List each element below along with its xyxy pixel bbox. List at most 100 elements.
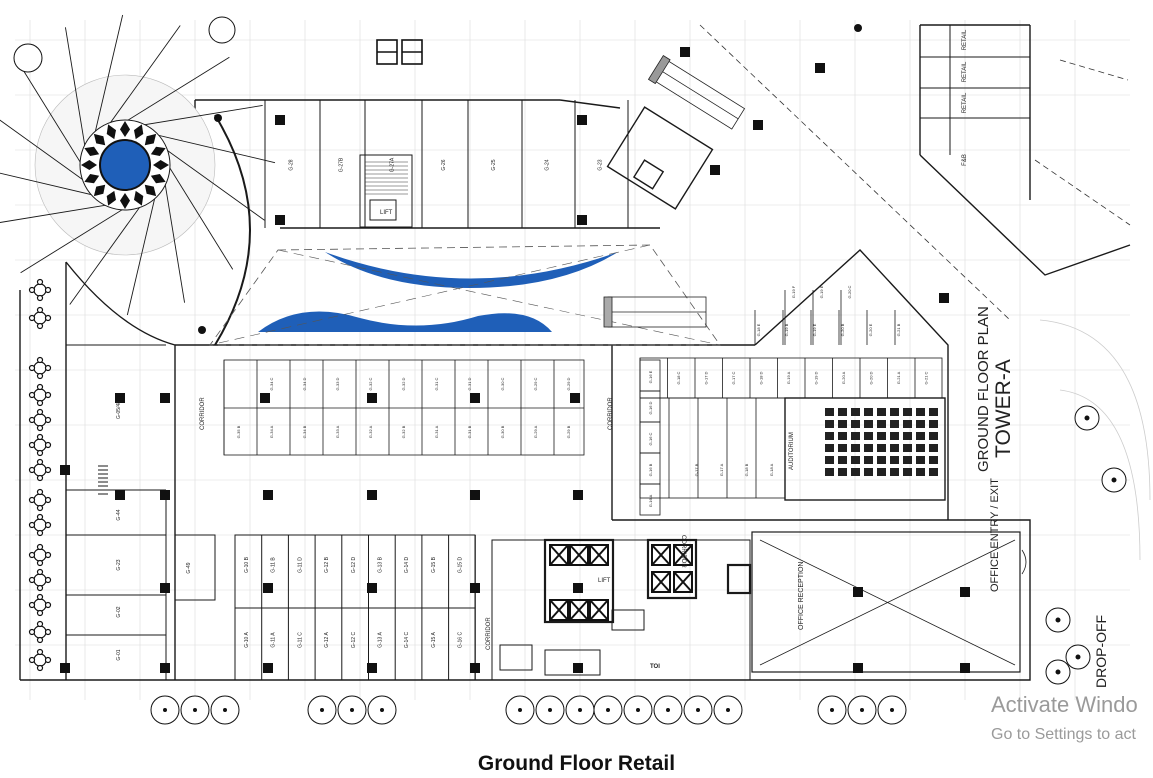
top-unit-label: G-26 — [441, 159, 447, 170]
star-diamond — [119, 121, 131, 137]
column — [275, 215, 285, 225]
service-core — [491, 538, 752, 681]
chair — [36, 306, 44, 314]
chair — [28, 364, 36, 372]
lift-cross — [549, 599, 569, 621]
seat — [851, 432, 860, 440]
lift-cross — [673, 571, 693, 593]
chair — [28, 314, 36, 322]
seat — [864, 468, 873, 476]
column — [577, 115, 587, 125]
lift-car — [549, 599, 569, 621]
column — [470, 393, 480, 403]
column — [470, 583, 480, 593]
left-unit-label: G-44 — [116, 509, 122, 520]
seat — [825, 468, 834, 476]
column-dot — [854, 24, 862, 32]
outdoor-tables — [28, 278, 52, 672]
top-retail-units — [264, 100, 629, 228]
chair — [36, 458, 44, 466]
column — [710, 165, 720, 175]
seat — [838, 408, 847, 416]
column — [367, 393, 377, 403]
kiosk-frame — [639, 397, 786, 499]
structural-columns — [60, 24, 970, 673]
table — [33, 361, 47, 375]
chair — [44, 628, 52, 636]
column — [160, 583, 170, 593]
street-trees — [150, 695, 907, 725]
chair — [36, 664, 44, 672]
lift-car — [589, 544, 609, 566]
seat — [890, 420, 899, 428]
star-diamond — [84, 146, 100, 156]
chair — [36, 474, 44, 482]
top-right-retail — [920, 24, 1030, 155]
lower-unit-label: G-14 C — [404, 632, 410, 649]
top-stair-core — [359, 154, 413, 228]
lower-unit-label: G-12 C — [351, 632, 357, 649]
lift-label: LIFT — [380, 210, 393, 216]
drop-off-label: DROP-OFF — [1093, 615, 1109, 688]
column — [367, 663, 377, 673]
tree-center — [380, 708, 384, 712]
column — [160, 393, 170, 403]
star-diamond — [93, 184, 106, 197]
chair — [44, 466, 52, 474]
kiosk-label: G-17 A — [719, 463, 724, 476]
star-diamond — [144, 184, 157, 197]
lower-unit-label: G-15 D — [458, 557, 464, 574]
lift-cross — [589, 599, 609, 621]
tree-center — [636, 708, 640, 712]
retail-label: RETAIL — [962, 29, 968, 50]
retail-label: RETAIL — [962, 61, 968, 82]
lower-unit-label: G-16 C — [458, 632, 464, 649]
seat — [916, 468, 925, 476]
tri-unit-label: G-19 E — [812, 323, 817, 336]
seat — [877, 444, 886, 452]
lift-car — [673, 571, 693, 593]
left-unit-label: G-02 — [116, 606, 122, 617]
lower-unit-label: G-15 B — [431, 556, 437, 573]
auditorium — [784, 397, 946, 501]
tri-unit-label: G-21 B — [896, 323, 901, 336]
lift-label-core: LIFT — [598, 578, 611, 584]
tri-unit-label: G-20 C — [847, 285, 852, 298]
chair — [44, 601, 52, 609]
column — [275, 115, 285, 125]
chair — [44, 521, 52, 529]
arc-wall — [214, 114, 251, 346]
kiosk-label: G-31 A — [434, 425, 439, 438]
seat — [916, 456, 925, 464]
chair — [36, 504, 44, 512]
seat — [825, 456, 834, 464]
tree-center — [350, 708, 354, 712]
chair — [36, 568, 44, 576]
kiosk-label: G-18 C — [676, 371, 681, 384]
star-diamond — [106, 124, 116, 140]
tree-center — [223, 708, 227, 712]
lift-car — [589, 599, 609, 621]
lower-unit-label: G-15 A — [431, 632, 437, 648]
star-diamond — [119, 193, 131, 209]
tri-unit-label: G-19 F — [791, 285, 796, 298]
chair — [36, 488, 44, 496]
kiosk-label: G-17 D — [704, 371, 709, 384]
chair — [36, 449, 44, 457]
table — [33, 598, 47, 612]
kiosk-label: G-30 C — [500, 377, 505, 390]
seat — [838, 432, 847, 440]
column-dot — [214, 114, 222, 122]
seat — [890, 468, 899, 476]
kiosk-label: G-34 A — [269, 425, 274, 438]
kiosk-label: G-20 D — [869, 371, 874, 384]
chair — [36, 513, 44, 521]
mid-unit-label: G-49 — [186, 562, 192, 573]
column — [577, 215, 587, 225]
seat — [903, 420, 912, 428]
seat — [825, 420, 834, 428]
chair — [36, 584, 44, 592]
table — [33, 463, 47, 477]
kiosk-label: G-29 C — [533, 377, 538, 390]
